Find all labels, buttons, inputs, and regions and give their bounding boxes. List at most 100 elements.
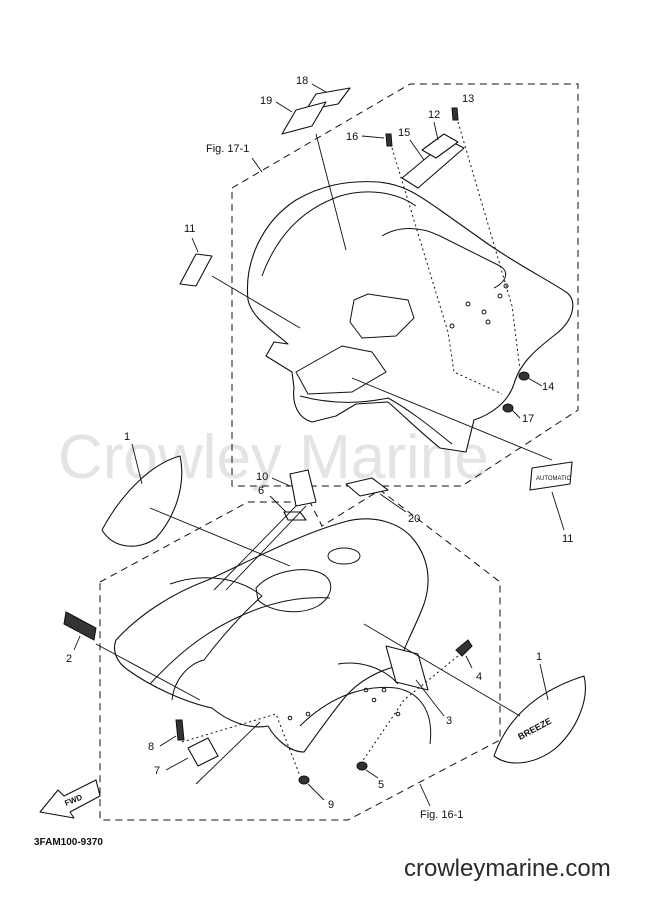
callout-15: 15 [398,127,410,139]
leader-12 [433,121,439,141]
fig-ref-upper: Fig. 17-1 [206,143,249,155]
leader-fig-lower [419,783,431,807]
fwd-arrow-decal [39,779,101,819]
upper-dashed-boundary [231,83,579,487]
callout-3: 3 [446,715,452,727]
bolt-16 [385,133,393,147]
plate-7-path [195,721,261,785]
fender-mount-holes [449,283,509,329]
callout-11-right: 11 [562,533,573,545]
callout-7: 7 [154,765,160,777]
leader-14 [527,377,543,387]
callout-10: 10 [256,471,268,483]
drawing-code: 3FAM100-9370 [34,837,103,848]
leader-fig-upper [251,157,263,173]
bolt-8 [175,719,185,741]
bolt-13 [451,107,459,121]
decal-11-left [179,253,213,287]
leader-fender [315,133,347,251]
fender-storage-well [349,293,415,339]
leader-1-right [539,663,549,701]
watermark-text: Crowley Marine [58,423,489,492]
decal-20 [345,477,389,497]
callout-16: 16 [346,131,358,143]
leader-11-right [551,491,565,531]
nut-17 [502,403,514,413]
decal-2-yamaha [63,611,97,641]
callout-12: 12 [428,109,440,121]
decal-10-path-a [213,505,297,591]
leader-9 [307,783,325,801]
leader-3 [415,679,445,717]
decal-6 [283,511,307,521]
side-cover-1-left [101,455,183,547]
fender-wheel-arch-inner [337,662,399,685]
decal-2-path [95,643,201,701]
plate-12 [421,133,459,159]
fender-inner-line [261,191,417,277]
automatic-decal-text: AUTOMATIC [536,476,571,482]
rear-fender-body [246,181,574,453]
callout-1-right: 1 [536,651,542,663]
nut-9 [298,775,310,785]
lower-dashed-boundary [99,489,501,821]
nut-14 [518,371,530,381]
side-cover-left-path [149,507,291,567]
leader-5 [365,769,379,779]
fender-wheel-arch [299,686,432,745]
plate-3 [385,645,429,691]
front-fender-holes [287,687,401,721]
callout-19: 19 [260,95,272,107]
fender-tool-tray [295,345,387,395]
callout-6: 6 [258,485,264,497]
callout-17: 17 [522,413,534,425]
decal-11-right-path [351,377,553,461]
leader-19 [275,101,293,113]
decal-10 [289,469,317,507]
side-cover-1-right [493,675,586,764]
callout-2: 2 [66,653,72,665]
upper-callouts: 18 19 13 12 16 15 Fig. 17-1 11 14 17 11 [184,75,573,545]
fender-hood-panel [169,577,263,701]
callout-1-left: 1 [124,431,130,443]
leader-16 [361,135,385,139]
side-cover-right-path [363,623,521,717]
fender-tank-opening [255,569,332,613]
decal-11-path [211,275,301,329]
bolt-4 [455,639,473,657]
leader-8 [159,735,177,747]
fender-seat-recess [381,228,507,289]
leader-2 [73,635,81,651]
leader-6 [269,495,287,513]
lower-callouts: 1 10 6 20 2 4 1 3 8 7 5 9 Fig. 16-1 [66,431,549,821]
callout-20: 20 [408,513,420,525]
leader-4 [465,655,473,669]
nut-5 [356,761,368,771]
lower-assembly: BREEZE FWD [39,455,586,821]
leader-18 [311,83,327,93]
decal-19 [281,101,327,135]
front-fender-body [113,518,429,753]
bolt-13-path [457,121,521,371]
site-url[interactable]: crowleymarine.com [404,855,611,882]
leader-10 [271,477,291,487]
callout-4: 4 [476,671,482,683]
fender-lower-lip [299,395,453,445]
leader-20 [379,493,407,513]
leader-11-left [191,237,199,253]
callout-8: 8 [148,741,154,753]
decal-10-path-b [225,505,307,591]
callout-18: 18 [296,75,308,87]
callout-11-left: 11 [184,223,195,235]
leader-17 [511,409,521,419]
callout-5: 5 [378,779,384,791]
callout-14: 14 [542,381,554,393]
leader-15 [409,139,425,161]
fender-front-crease [149,597,331,685]
fuel-cap-ring [327,547,361,565]
fig-ref-lower: Fig. 16-1 [420,809,463,821]
bolt-16-path [391,147,503,395]
callout-9: 9 [328,799,334,811]
plate-7 [187,737,219,767]
